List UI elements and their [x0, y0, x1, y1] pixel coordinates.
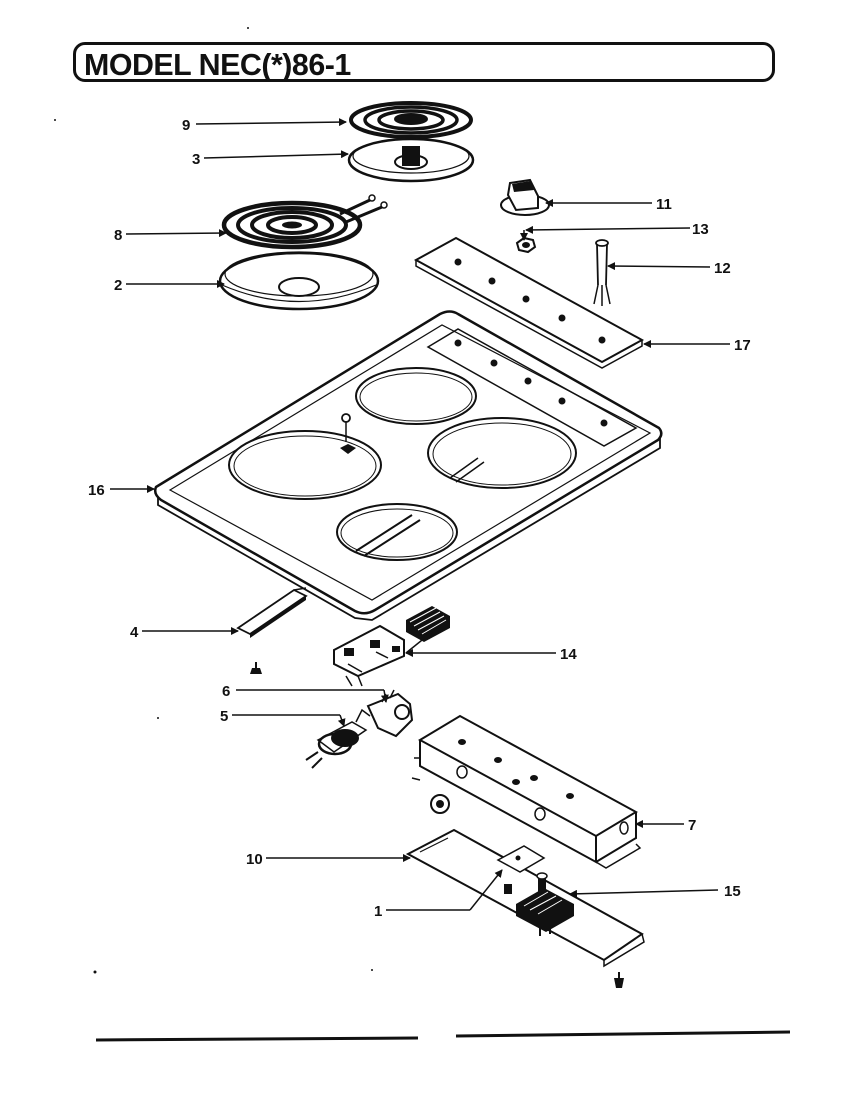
callout-3: 3: [192, 151, 200, 168]
cord-grommet: [430, 794, 450, 814]
callout-10: 10: [246, 851, 263, 868]
callout-6: 6: [222, 683, 230, 700]
terminal-block-cover: [406, 606, 450, 642]
callout-2: 2: [114, 277, 122, 294]
callout-1: 1: [374, 903, 382, 920]
callout-numbers: 9 3 8 2 11 13 12 17 16 4 14 6 5 7 10 15 …: [88, 117, 751, 920]
backguard-trim-strip: [413, 236, 645, 369]
mounting-screw: [250, 662, 262, 674]
callout-17: 17: [734, 337, 751, 354]
callout-15: 15: [724, 883, 741, 900]
leader-lines: [110, 118, 730, 911]
infinite-switch-receptacle: [305, 708, 371, 769]
control-knob: [500, 178, 550, 216]
callout-14: 14: [560, 646, 577, 663]
large-drip-pan: [218, 251, 380, 311]
model-label-plate: [496, 845, 546, 873]
callout-11: 11: [656, 196, 672, 213]
callout-4: 4: [130, 624, 139, 641]
small-drip-pan: [347, 137, 475, 183]
callout-9: 9: [182, 117, 190, 134]
terminal-block: [333, 624, 405, 687]
terminal-probe: [593, 239, 611, 306]
callout-16: 16: [88, 482, 105, 499]
bottom-screw: [614, 972, 624, 988]
callout-13: 13: [692, 221, 709, 238]
callout-8: 8: [114, 227, 122, 244]
callout-5: 5: [220, 708, 228, 725]
cooktop-main-top: [153, 310, 663, 621]
callout-7: 7: [688, 817, 696, 834]
panel-screw: [504, 884, 512, 894]
receptacle-bracket: [366, 689, 414, 738]
small-surface-element: [349, 101, 473, 139]
footer-rules: [54, 27, 791, 1042]
hex-nut: [515, 236, 537, 254]
infinite-switch: [516, 872, 574, 936]
large-surface-element: [221, 194, 388, 250]
callout-12: 12: [714, 260, 731, 277]
control-housing: [411, 714, 642, 869]
support-channel: [236, 587, 308, 638]
page-title: MODEL NEC(*)86-1: [84, 47, 351, 82]
title-frame: MODEL NEC(*)86-1: [73, 42, 775, 82]
